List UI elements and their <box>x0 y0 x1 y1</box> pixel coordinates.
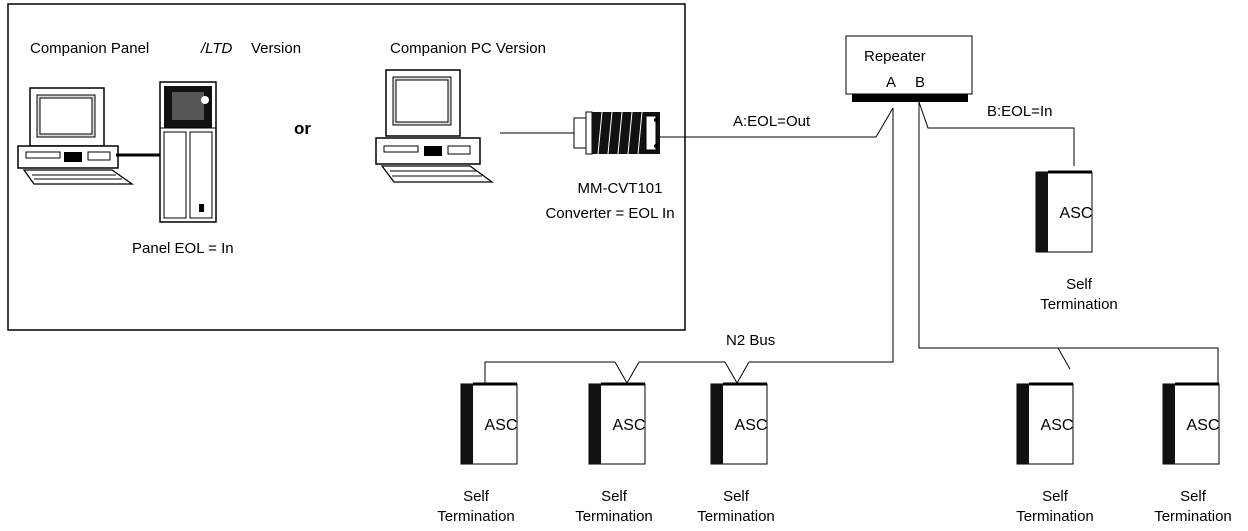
or-label: or <box>294 119 311 138</box>
companion-pc-label: Companion PC Version <box>390 40 546 57</box>
repeater-port-a: A <box>886 74 897 91</box>
termination-line-2: Termination <box>575 508 653 525</box>
termination-caption: Self Termination <box>1024 275 1134 315</box>
asc-label: ASC <box>1059 205 1093 222</box>
n2-bus-label: N2 Bus <box>726 332 776 349</box>
network-lines <box>484 101 1219 385</box>
panel-cabinet-icon <box>159 81 217 223</box>
termination-line-1: Self <box>601 488 627 505</box>
termination-caption: Self Termination <box>1000 487 1110 527</box>
termination-caption: Self Termination <box>421 487 531 527</box>
termination-line-1: Self <box>723 488 749 505</box>
repeater-box <box>845 35 973 95</box>
converter-model-label: MM-CVT101 <box>577 180 663 197</box>
converter-eol-label: Converter = EOL In <box>545 205 675 222</box>
asc-device-branch-1 <box>1016 382 1074 465</box>
termination-caption: Self Termination <box>1138 487 1248 527</box>
termination-caption: Self Termination <box>681 487 791 527</box>
ltd-label: /LTD <box>201 40 233 57</box>
termination-line-1: Self <box>1180 488 1206 505</box>
asc-device-branch-2 <box>1162 382 1220 465</box>
termination-line-2: Termination <box>1040 296 1118 313</box>
termination-line-1: Self <box>463 488 489 505</box>
companion-enclosure <box>7 3 686 331</box>
repeater-port-b: B <box>915 74 926 91</box>
asc-device-right <box>1035 170 1093 253</box>
a-eol-label: A:EOL=Out <box>733 113 811 130</box>
b-eol-label: B:EOL=In <box>987 103 1053 120</box>
asc-device-bus-2 <box>588 382 646 465</box>
panel-computer-icon <box>17 87 135 185</box>
repeater-label: Repeater <box>864 48 926 65</box>
companion-panel-label: Companion Panel <box>30 40 150 57</box>
termination-line-1: Self <box>1042 488 1068 505</box>
termination-caption: Self Termination <box>559 487 669 527</box>
version-label: Version <box>251 40 302 57</box>
panel-eol-label: Panel EOL = In <box>132 240 234 257</box>
converter-icon <box>573 111 660 155</box>
asc-label: ASC <box>734 417 768 434</box>
termination-line-1: Self <box>1066 276 1092 293</box>
termination-line-2: Termination <box>437 508 515 525</box>
asc-label: ASC <box>612 417 646 434</box>
termination-line-2: Termination <box>1154 508 1232 525</box>
asc-label: ASC <box>484 417 518 434</box>
pc-computer-icon <box>375 69 494 183</box>
termination-line-2: Termination <box>697 508 775 525</box>
asc-device-bus-3 <box>710 382 768 465</box>
termination-line-2: Termination <box>1016 508 1094 525</box>
asc-device-bus-1 <box>460 382 518 465</box>
asc-label: ASC <box>1186 417 1220 434</box>
asc-label: ASC <box>1040 417 1074 434</box>
